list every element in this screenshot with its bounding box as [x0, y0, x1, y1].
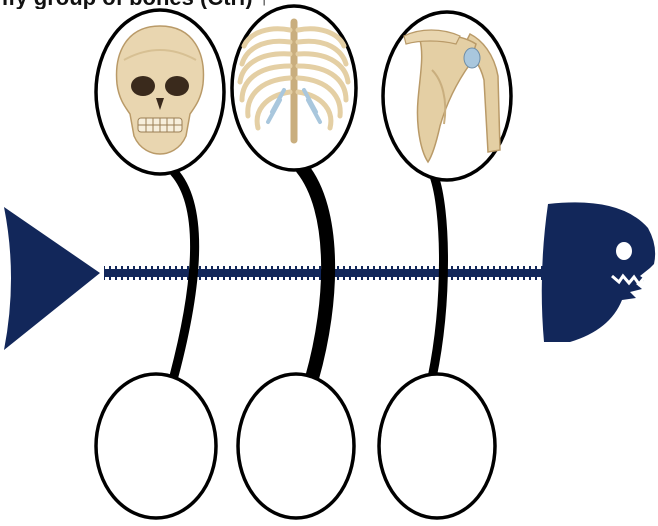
fish-tail [4, 207, 100, 350]
fish-eye [616, 242, 632, 260]
bottom-circle-2 [238, 374, 354, 518]
bottom-circle-3 [379, 374, 495, 518]
bottom-circle-1 [96, 374, 216, 518]
fish-head [542, 202, 655, 342]
